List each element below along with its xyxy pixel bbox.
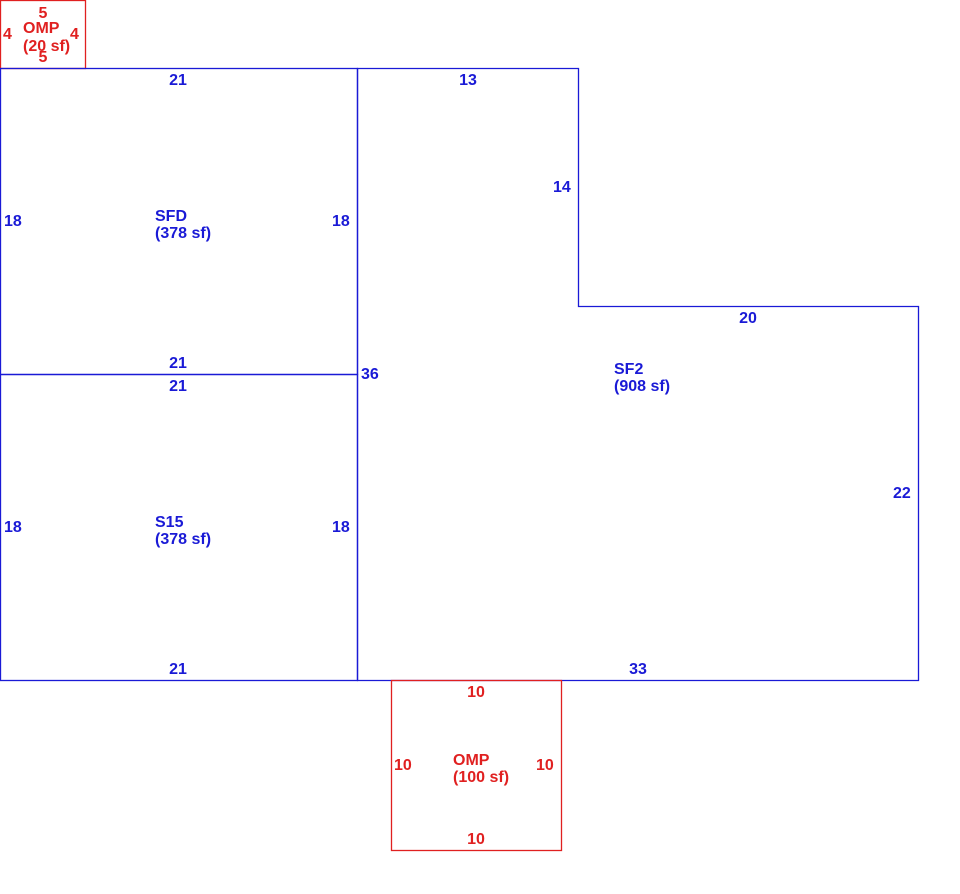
s15-dim-top: 21 <box>169 378 187 395</box>
omp-large-outline <box>390 679 563 852</box>
sf2-dim-bottom: 33 <box>629 661 647 678</box>
sfd-dim-top: 21 <box>169 72 187 89</box>
sf2-dim-right: 22 <box>893 485 911 502</box>
omp-large-area-label: (100 sf) <box>453 769 509 786</box>
sf2-area[interactable]: 13 14 20 22 33 36 SF2 (908 sf) <box>356 67 920 682</box>
s15-dim-bottom: 21 <box>169 661 187 678</box>
omp-large-dim-left: 10 <box>394 757 412 774</box>
sfd-code: SFD <box>155 208 187 225</box>
sf2-dim-top: 13 <box>459 72 477 89</box>
omp-small-dim-top: 5 <box>39 5 48 22</box>
omp-small-dim-left: 4 <box>3 26 12 43</box>
omp-large-code: OMP <box>453 752 490 769</box>
omp-large-dim-bottom: 10 <box>467 831 485 848</box>
omp-large-area[interactable]: 10 10 10 10 OMP (100 sf) <box>390 679 563 852</box>
sf2-dim-notch-top: 20 <box>739 310 757 327</box>
sf2-outline <box>356 67 920 682</box>
omp-small-code: OMP <box>23 20 60 37</box>
omp-small-dim-bottom: 5 <box>39 49 48 66</box>
s15-code: S15 <box>155 514 184 531</box>
sf2-code: SF2 <box>614 361 643 378</box>
s15-dim-right: 18 <box>332 519 350 536</box>
s15-area[interactable]: 21 18 18 21 S15 (378 sf) <box>0 373 359 682</box>
omp-small-area[interactable]: 5 4 4 5 OMP (20 sf) <box>0 0 87 70</box>
s15-dim-left: 18 <box>4 519 22 536</box>
omp-small-area-label: (20 sf) <box>23 38 70 55</box>
sfd-area-label: (378 sf) <box>155 225 211 242</box>
sf2-dim-left: 36 <box>361 366 379 383</box>
sf2-area-label: (908 sf) <box>614 378 670 395</box>
sf2-dim-notch-side: 14 <box>553 179 571 196</box>
omp-small-dim-right: 4 <box>70 26 79 43</box>
omp-large-dim-right: 10 <box>536 757 554 774</box>
omp-large-dim-top: 10 <box>467 684 485 701</box>
sfd-area[interactable]: 21 18 18 21 SFD (378 sf) <box>0 67 359 376</box>
sfd-dim-bottom: 21 <box>169 355 187 372</box>
sfd-dim-left: 18 <box>4 213 22 230</box>
sfd-dim-right: 18 <box>332 213 350 230</box>
s15-area-label: (378 sf) <box>155 531 211 548</box>
